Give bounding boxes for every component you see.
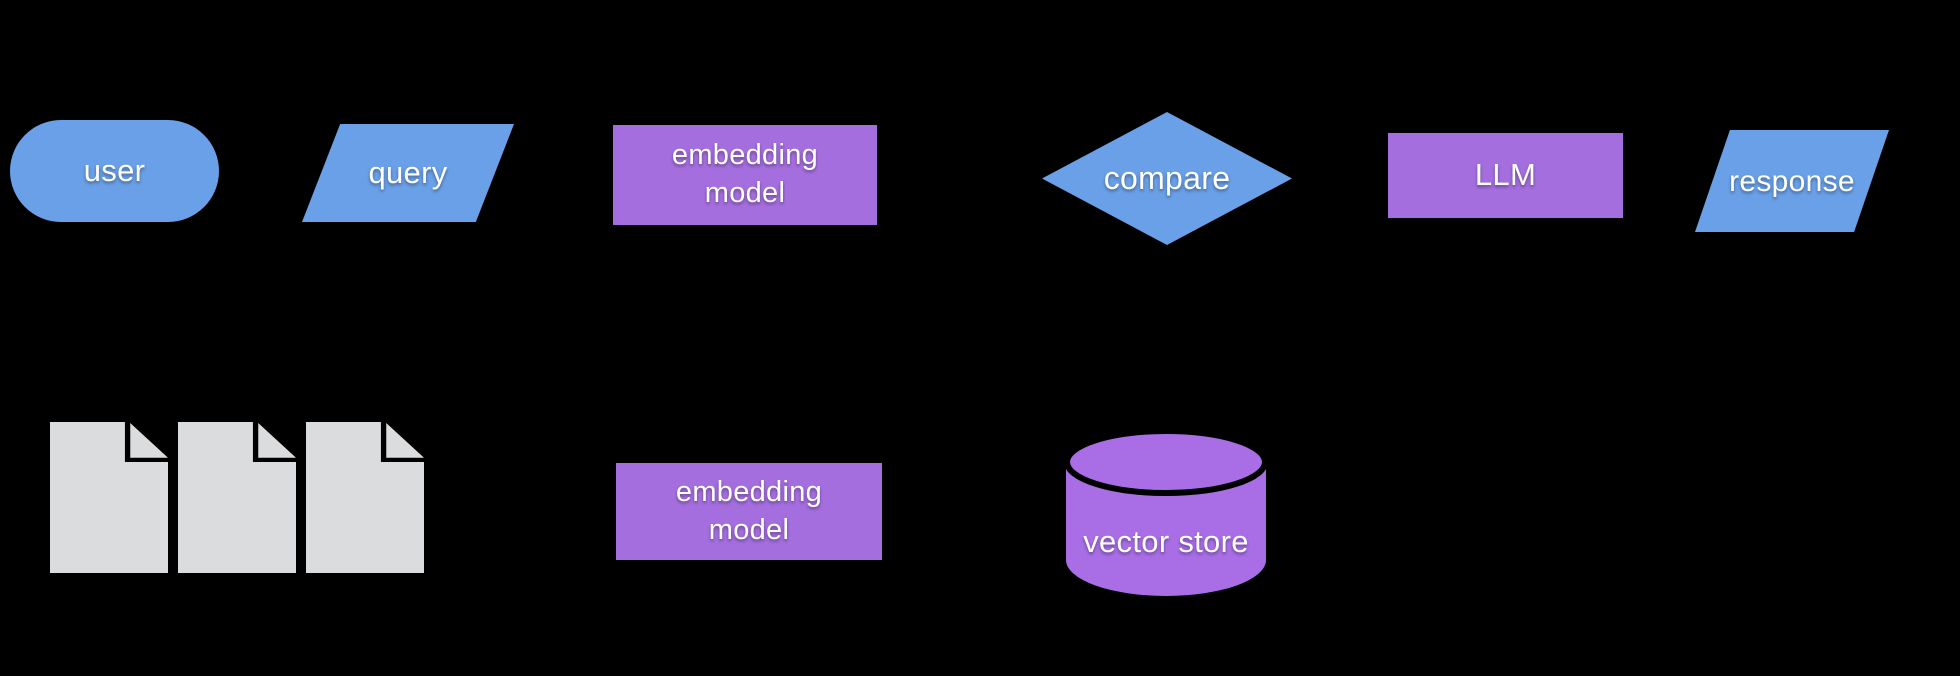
node-embedding-model-bottom-label: embedding model bbox=[675, 475, 823, 546]
documents-group bbox=[50, 422, 424, 573]
node-llm: LLM bbox=[1388, 133, 1623, 218]
node-response: response bbox=[1695, 130, 1889, 232]
node-compare-label: compare bbox=[1103, 159, 1231, 196]
node-llm-label: LLM bbox=[1474, 157, 1537, 193]
node-query: query bbox=[302, 124, 514, 222]
node-user-label: user bbox=[83, 152, 146, 188]
document-icon bbox=[178, 422, 296, 573]
node-response-label: response bbox=[1729, 164, 1855, 198]
node-query-label: query bbox=[368, 154, 448, 190]
document-fold-corner bbox=[130, 423, 168, 458]
database-cylinder-icon bbox=[1064, 428, 1268, 596]
document-icon bbox=[306, 422, 424, 573]
document-icon bbox=[50, 422, 168, 573]
node-embedding-model-bottom: embedding model bbox=[616, 463, 882, 560]
node-vector-store: vector store bbox=[1064, 428, 1268, 598]
document-fold-corner bbox=[258, 423, 296, 458]
node-embedding-model-top: embedding model bbox=[613, 125, 877, 225]
node-embedding-model-top-label: embedding model bbox=[671, 139, 819, 209]
document-fold-corner bbox=[386, 423, 424, 458]
node-compare: compare bbox=[1042, 112, 1292, 245]
node-user: user bbox=[10, 120, 219, 222]
node-vector-store-label: vector store bbox=[1083, 523, 1249, 559]
